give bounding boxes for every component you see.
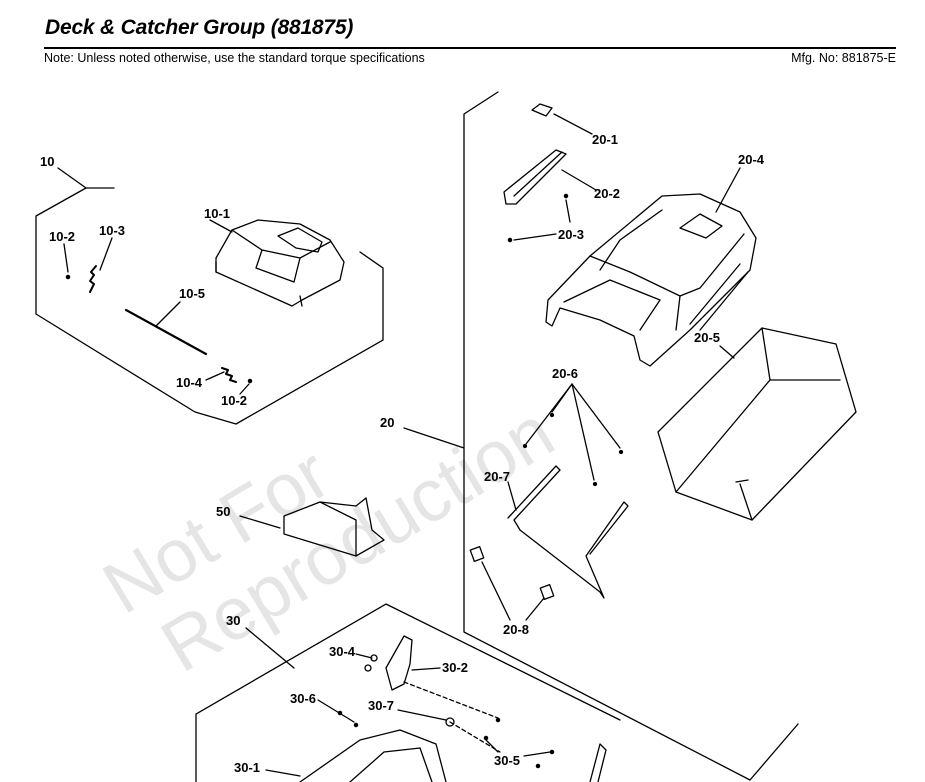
callout-10-2-b: 10-2 (221, 393, 248, 408)
callout-50: 50 (216, 504, 231, 519)
group-20-boundary (463, 91, 751, 781)
callout-30-5: 30-5 (494, 753, 521, 768)
callout-10: 10 (40, 154, 55, 169)
part-10-4-spring (221, 367, 237, 383)
callout-30-6: 30-6 (290, 691, 317, 706)
group-30-boundary (195, 603, 621, 782)
callout-20-2: 20-2 (594, 186, 621, 201)
part-20-8-clip-a (469, 546, 485, 562)
part-30-2-bracket (385, 635, 441, 691)
callout-10-4: 10-4 (176, 375, 203, 390)
group-10-boundary (35, 187, 384, 425)
callout-20-1: 20-1 (592, 132, 619, 147)
part-20-1-clip (531, 103, 593, 135)
callout-10-2-a: 10-2 (49, 229, 76, 244)
part-20-7-frame (507, 465, 629, 599)
part-10-1-deck-shield (209, 219, 345, 307)
part-30-7-bushing (445, 717, 455, 727)
part-10-3-spring (89, 265, 97, 293)
part-20-8-clip-b (539, 584, 555, 600)
callout-30-4: 30-4 (329, 644, 356, 659)
part-20-2-handle-grip (503, 149, 597, 205)
callout-20-5: 20-5 (694, 330, 721, 345)
part-10-2-pin-b (247, 378, 253, 384)
callout-20-7: 20-7 (484, 469, 511, 484)
callout-20-4: 20-4 (738, 152, 765, 167)
callout-30-2: 30-2 (442, 660, 469, 675)
callout-20-6: 20-6 (552, 366, 579, 381)
part-10-2-pin-a (65, 274, 71, 280)
callout-20-8: 20-8 (503, 622, 530, 637)
callout-10-1: 10-1 (204, 206, 231, 221)
callout-20: 20 (380, 415, 395, 430)
callout-30: 30 (226, 613, 241, 628)
callout-30-7: 30-7 (368, 698, 395, 713)
part-30-1-deck (265, 729, 607, 782)
part-50-chute (239, 497, 385, 557)
title-rule (44, 47, 896, 49)
part-20-5-catcher-bag (657, 327, 857, 521)
mfg-number: Mfg. No: 881875-E (791, 51, 896, 65)
page-title: Deck & Catcher Group (881875) (45, 16, 354, 39)
torque-note: Note: Unless noted otherwise, use the st… (44, 51, 425, 65)
callout-10-5: 10-5 (179, 286, 206, 301)
callout-10-3: 10-3 (99, 223, 126, 238)
part-10-5-rod (124, 301, 208, 356)
callout-30-1: 30-1 (234, 760, 261, 775)
part-20-4-catcher-top (545, 167, 757, 367)
callout-20-3: 20-3 (558, 227, 585, 242)
